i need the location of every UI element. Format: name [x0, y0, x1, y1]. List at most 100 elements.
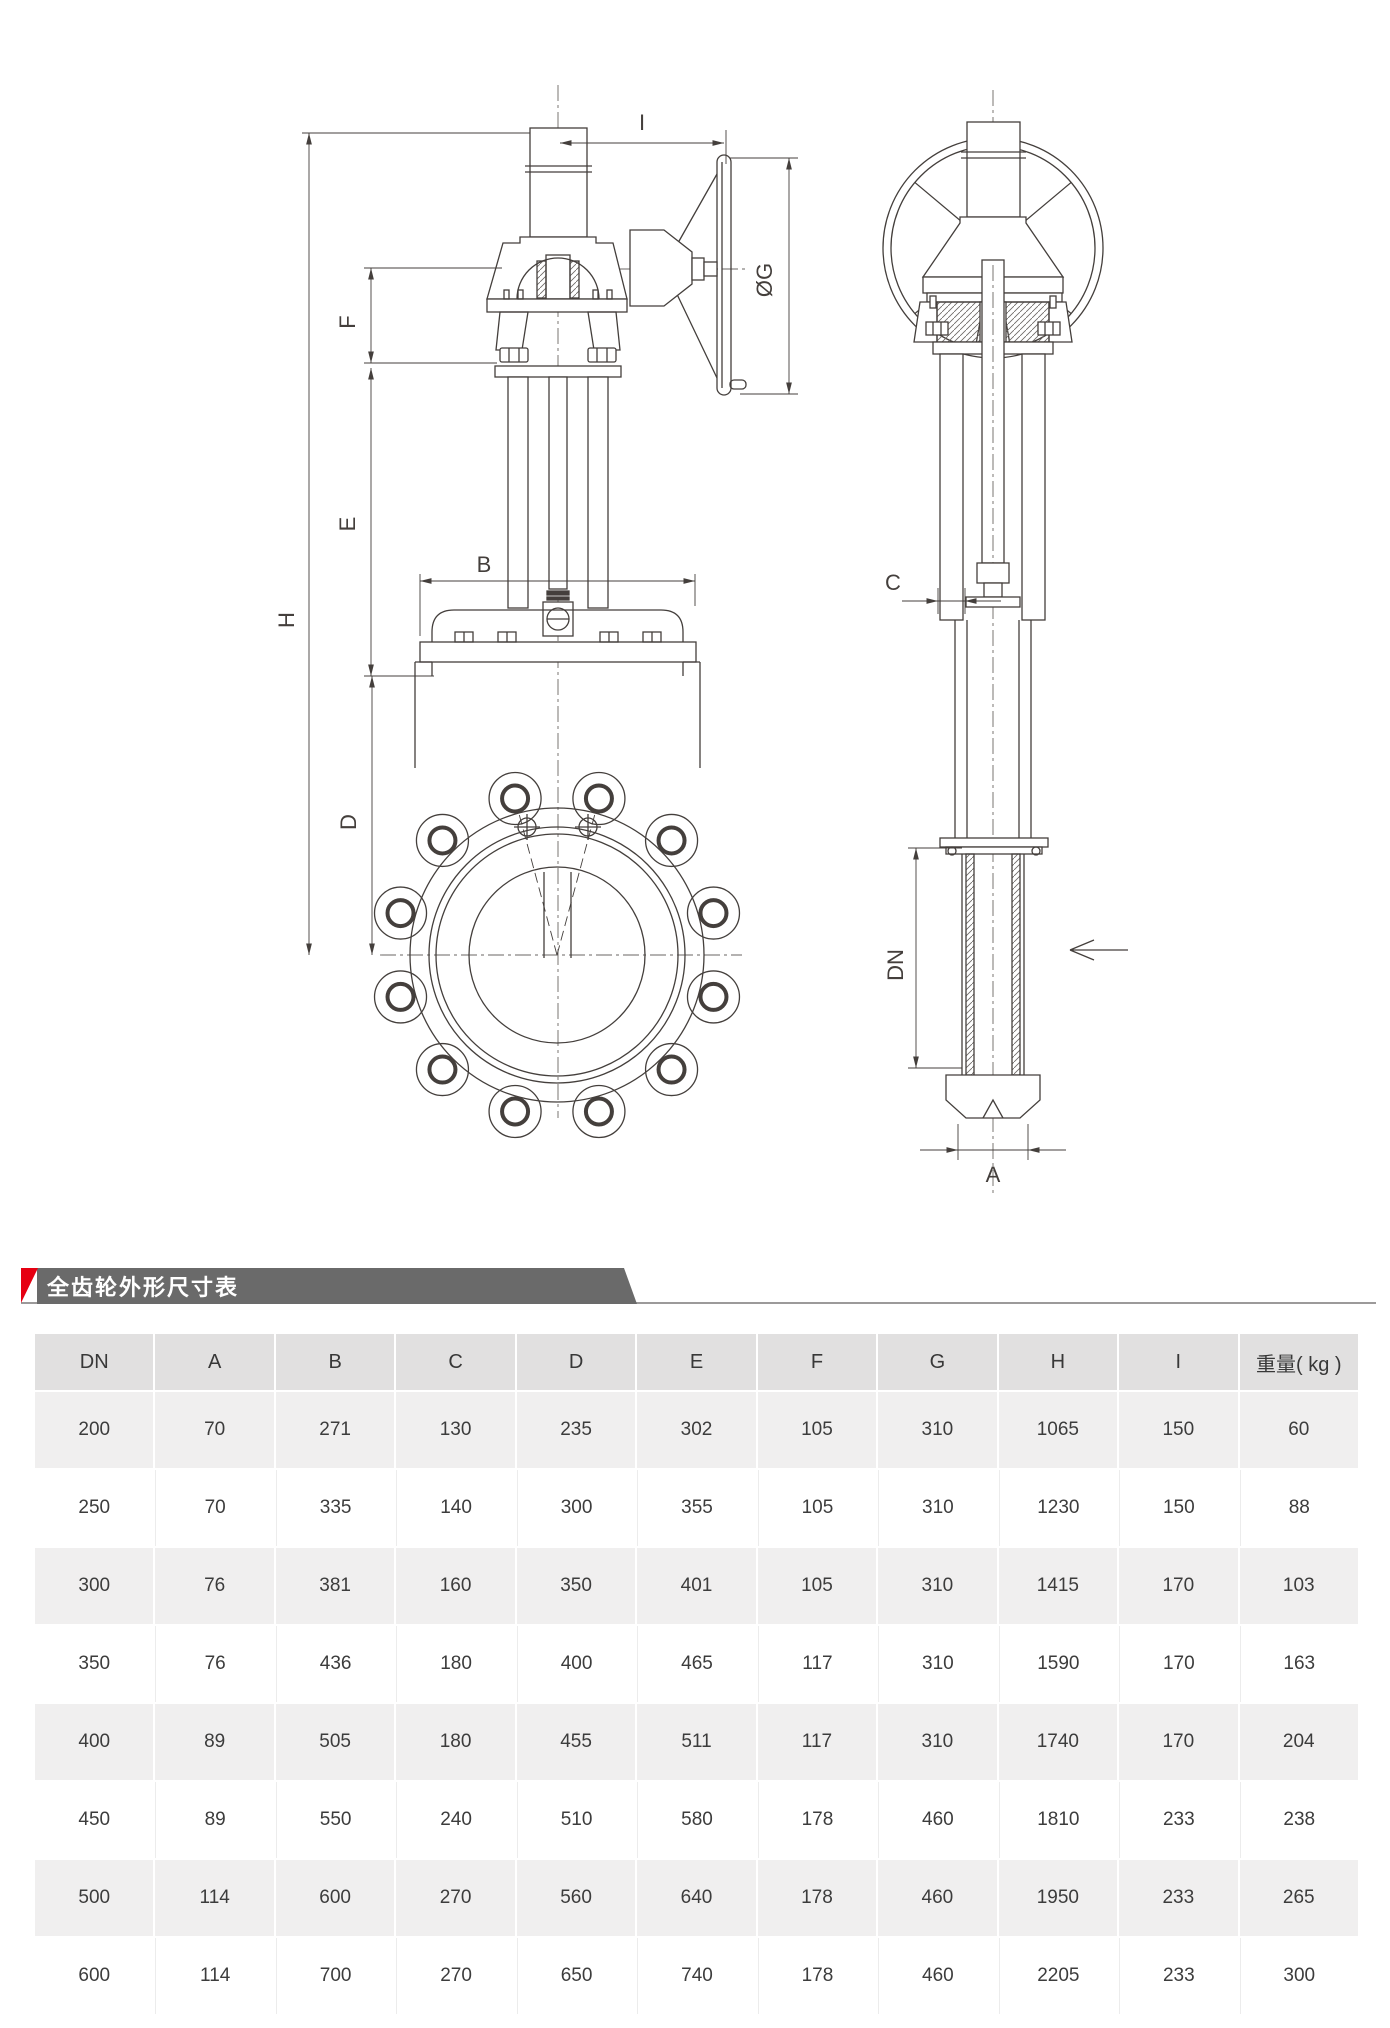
table-cell: 76 [155, 1626, 274, 1702]
table-cell: 170 [1119, 1548, 1238, 1624]
table-cell: 150 [1119, 1392, 1238, 1468]
header-cell: G [878, 1334, 997, 1390]
header-cell: A [155, 1334, 274, 1390]
table-cell: 740 [637, 1938, 756, 2014]
table-cell: 335 [275, 1470, 395, 1546]
table-cell: 105 [757, 1548, 877, 1624]
table-cell: 265 [1239, 1860, 1358, 1936]
table-cell: 300 [516, 1470, 636, 1546]
stem-front [548, 376, 568, 590]
side-view [882, 90, 1128, 1195]
flow-arrow [1069, 939, 1128, 961]
table-cell: 1590 [998, 1626, 1118, 1702]
table-cell: 200 [35, 1392, 154, 1468]
table-cell: 310 [878, 1548, 997, 1624]
table-cell: 70 [155, 1392, 274, 1468]
table-cell: 114 [155, 1860, 274, 1936]
table-cell: 105 [757, 1470, 877, 1546]
table-cell: 271 [275, 1392, 395, 1468]
table-cell: 170 [1119, 1626, 1238, 1702]
table-cell: 180 [396, 1704, 515, 1780]
flange-lugs [373, 771, 741, 1139]
banner-underline [21, 1302, 1376, 1304]
table-cell: 170 [1119, 1704, 1238, 1780]
table-cell: 300 [1239, 1938, 1358, 2014]
table-cell: 436 [275, 1626, 395, 1702]
table-cell: 310 [878, 1704, 997, 1780]
table-cell: 465 [637, 1626, 756, 1702]
table-cell: 510 [516, 1782, 636, 1858]
header-cell: DN [35, 1334, 154, 1390]
dim-label-A: A [986, 1162, 1001, 1187]
table-cell: 150 [1119, 1470, 1238, 1546]
table-cell: 233 [1119, 1860, 1238, 1936]
table-cell: 355 [637, 1470, 756, 1546]
table-cell: 270 [396, 1860, 515, 1936]
table-cell: 88 [1239, 1470, 1358, 1546]
table-cell: 560 [516, 1860, 636, 1936]
table-cell: 130 [396, 1392, 515, 1468]
header-cell: E [637, 1334, 756, 1390]
table-cell: 117 [757, 1704, 877, 1780]
header-cell: C [396, 1334, 515, 1390]
table-cell: 103 [1239, 1548, 1358, 1624]
dim-label-G: ØG [752, 263, 777, 297]
table-cell: 650 [516, 1938, 636, 2014]
dim-label-H: H [274, 612, 299, 628]
flange-outer-circle [409, 807, 705, 1103]
front-view-labels: H F E D B I ØG [274, 110, 777, 830]
stem-tube-side [966, 121, 1021, 218]
table-cell: 600 [35, 1938, 154, 2014]
dim-label-DN: DN [883, 949, 908, 981]
table-cell: 460 [878, 1860, 997, 1936]
table-cell: 381 [275, 1548, 395, 1624]
table-cell: 270 [396, 1938, 515, 2014]
section-banner: 全齿轮外形尺寸表 [37, 1268, 637, 1304]
table-cell: 76 [155, 1548, 274, 1624]
table-cell: 640 [637, 1860, 756, 1936]
table-cell: 310 [878, 1626, 997, 1702]
header-cell: I [1119, 1334, 1238, 1390]
dim-label-D: D [336, 814, 361, 830]
table-cell: 160 [396, 1548, 515, 1624]
table-cell: 455 [516, 1704, 636, 1780]
table-cell: 1740 [998, 1704, 1118, 1780]
table-cell: 178 [757, 1860, 877, 1936]
dim-label-E: E [335, 517, 360, 532]
dim-label-C: C [885, 570, 901, 595]
table-cell: 163 [1239, 1626, 1358, 1702]
table-cell: 1415 [998, 1548, 1118, 1624]
table-cell: 235 [516, 1392, 636, 1468]
section-title: 全齿轮外形尺寸表 [47, 1275, 240, 1300]
table-cell: 250 [35, 1470, 154, 1546]
table-cell: 89 [155, 1782, 274, 1858]
table-cell: 450 [35, 1782, 154, 1858]
table-cell: 1230 [998, 1470, 1118, 1546]
table-cell: 700 [275, 1938, 395, 2014]
table-cell: 580 [637, 1782, 756, 1858]
header-cell: D [516, 1334, 636, 1390]
table-cell: 505 [275, 1704, 395, 1780]
handwheel-profile [716, 154, 732, 396]
front-view [302, 85, 798, 1139]
table-cell: 460 [878, 1938, 997, 2014]
table-cell: 204 [1239, 1704, 1358, 1780]
table-cell: 310 [878, 1392, 997, 1468]
bonnet-front [431, 609, 684, 676]
header-cell: H [998, 1334, 1118, 1390]
table-cell: 2205 [998, 1938, 1118, 2014]
stem-tube-front [529, 127, 588, 238]
table-cell: 550 [275, 1782, 395, 1858]
table-cell: 89 [155, 1704, 274, 1780]
header-cell: F [757, 1334, 877, 1390]
table-cell: 178 [757, 1938, 877, 2014]
dim-label-B: B [477, 552, 492, 577]
